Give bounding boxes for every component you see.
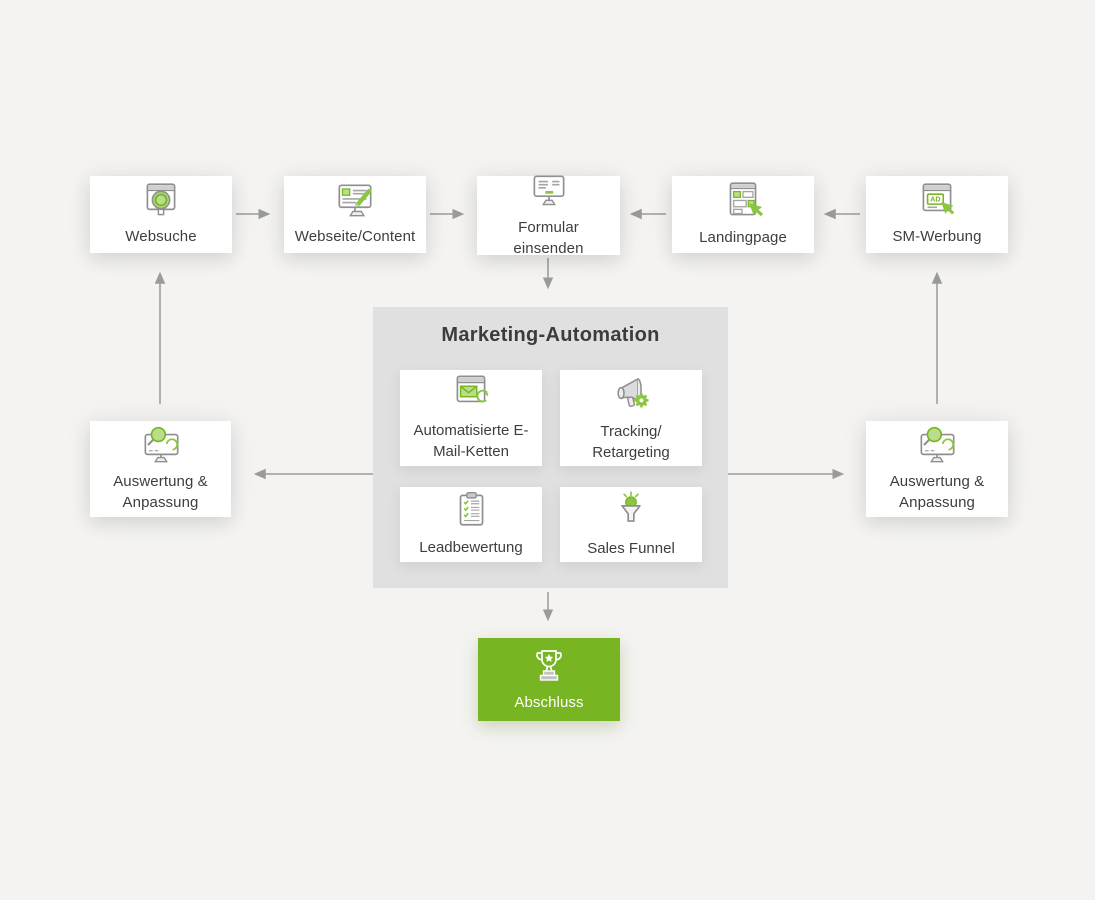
- web-search-icon: [138, 182, 184, 220]
- card-label: Tracking/ Retargeting: [592, 422, 670, 461]
- svg-text:AD: AD: [930, 196, 940, 204]
- node-label: Webseite/Content: [294, 228, 416, 245]
- node-auswertung-anpassung-rechts: Auswertung & Anpassung: [866, 421, 1008, 517]
- website-content-icon: [332, 182, 378, 220]
- node-auswertung-anpassung-links: Auswertung & Anpassung: [90, 421, 231, 517]
- lead-scoring-clipboard-icon: [450, 491, 492, 532]
- node-abschluss: Abschluss: [478, 638, 620, 721]
- node-sm-werbung: AD SM-Werbung: [866, 176, 1008, 253]
- node-label: SM-Werbung: [892, 228, 982, 245]
- megaphone-gear-icon: [607, 373, 655, 416]
- automation-title: Marketing-Automation: [441, 324, 660, 346]
- analysis-monitor-icon: [137, 425, 185, 465]
- node-webseite-content: Webseite/Content: [284, 176, 426, 253]
- node-label: Abschluss: [514, 694, 584, 711]
- card-tracking-retargeting: Tracking/ Retargeting: [560, 370, 702, 466]
- analysis-monitor-icon: [913, 425, 961, 465]
- card-email-ketten: Automatisierte E-Mail-Ketten: [400, 370, 542, 466]
- social-media-ad-icon: AD: [914, 182, 960, 220]
- node-label: Landingpage: [699, 229, 787, 246]
- node-label: Auswertung & Anpassung: [113, 473, 208, 511]
- landingpage-cursor-icon: [720, 181, 766, 221]
- node-landingpage: Landingpage: [672, 176, 814, 253]
- trophy-icon: [527, 646, 571, 686]
- email-automation-icon: [448, 374, 494, 415]
- card-leadbewertung: Leadbewertung: [400, 487, 542, 562]
- node-websuche: Websuche: [90, 176, 232, 253]
- node-label: Formular einsenden: [513, 218, 584, 257]
- form-submit-icon: [526, 173, 572, 211]
- sales-funnel-icon: [610, 490, 652, 533]
- node-label: Websuche: [125, 228, 197, 245]
- card-sales-funnel: Sales Funnel: [560, 487, 702, 562]
- card-label: Sales Funnel: [587, 539, 675, 557]
- card-label: Automatisierte E-Mail-Ketten: [413, 421, 529, 460]
- node-label: Auswertung & Anpassung: [889, 473, 985, 511]
- card-label: Leadbewertung: [419, 538, 523, 556]
- node-formular-einsenden: Formular einsenden: [477, 173, 620, 257]
